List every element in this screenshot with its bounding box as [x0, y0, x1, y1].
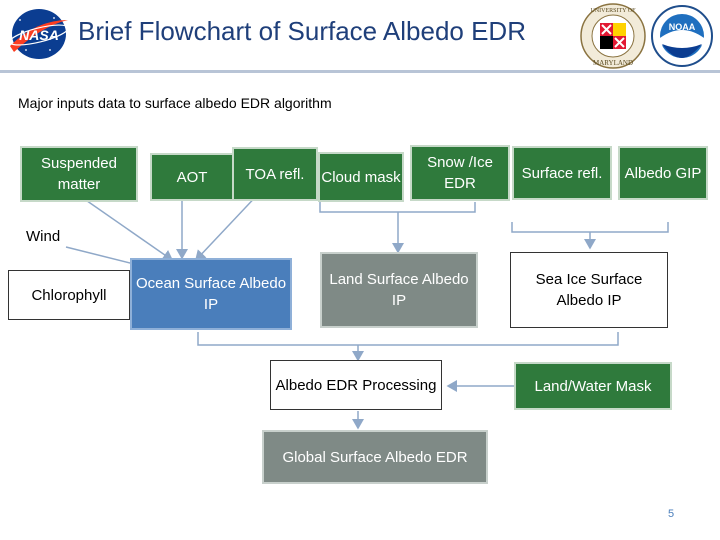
input-snow-ice-edr: Snow /Ice EDR — [410, 145, 510, 201]
input-cloud-mask-label: Cloud mask — [321, 168, 401, 186]
svg-text:NASA: NASA — [19, 27, 59, 43]
albedo-edr-processing: Albedo EDR Processing — [270, 360, 442, 410]
nasa-logo-icon: NASA — [6, 6, 72, 62]
svg-text:UNIVERSITY OF: UNIVERSITY OF — [591, 8, 637, 14]
input-chlorophyll: Chlorophyll — [8, 270, 130, 320]
albedo-edr-processing-label: Albedo EDR Processing — [275, 376, 437, 394]
land-water-mask-label: Land/Water Mask — [534, 377, 652, 395]
sea-ice-surface-albedo-ip-label: Sea Ice Surface Albedo IP — [535, 271, 643, 309]
input-albedo-gip-label: Albedo GIP — [624, 164, 702, 182]
input-toa-refl: TOA refl. — [232, 147, 318, 201]
input-toa-refl-label: TOA refl. — [245, 165, 305, 183]
sea-ice-surface-albedo-ip: Sea Ice Surface Albedo IP — [510, 252, 668, 328]
input-suspended-matter-label: Suspended matter — [41, 155, 117, 193]
input-snow-ice-edr-label: Snow /Ice EDR — [427, 154, 493, 192]
land-surface-albedo-ip-label: Land Surface Albedo IP — [329, 271, 469, 309]
input-chlorophyll-label: Chlorophyll — [31, 286, 107, 304]
input-wind-label: Wind — [26, 228, 61, 245]
input-cloud-mask: Cloud mask — [318, 152, 404, 202]
input-surface-refl-label: Surface refl. — [521, 164, 603, 182]
header-divider — [0, 70, 720, 73]
page-title: Brief Flowchart of Surface Albedo EDR — [78, 16, 526, 46]
svg-text:NOAA: NOAA — [669, 22, 696, 32]
land-water-mask: Land/Water Mask — [514, 362, 672, 410]
input-aot: AOT — [150, 153, 234, 201]
svg-text:MARYLAND: MARYLAND — [593, 59, 633, 67]
input-aot-label: AOT — [176, 168, 208, 186]
input-suspended-matter: Suspended matter — [20, 146, 138, 202]
input-surface-refl: Surface refl. — [512, 146, 612, 200]
page-number: 5 — [668, 508, 675, 520]
diagram-subtitle: Major inputs data to surface albedo EDR … — [18, 95, 332, 111]
ocean-surface-albedo-ip-label: Ocean Surface Albedo IP — [135, 275, 287, 313]
umd-seal-icon: UNIVERSITY OF MARYLAND — [578, 2, 648, 70]
input-albedo-gip: Albedo GIP — [618, 146, 708, 200]
land-surface-albedo-ip: Land Surface Albedo IP — [320, 252, 478, 328]
global-surface-albedo-edr-label: Global Surface Albedo EDR — [282, 448, 468, 466]
ocean-surface-albedo-ip: Ocean Surface Albedo IP — [130, 258, 292, 330]
noaa-logo-icon: NOAA — [650, 4, 714, 68]
global-surface-albedo-edr: Global Surface Albedo EDR — [262, 430, 488, 484]
